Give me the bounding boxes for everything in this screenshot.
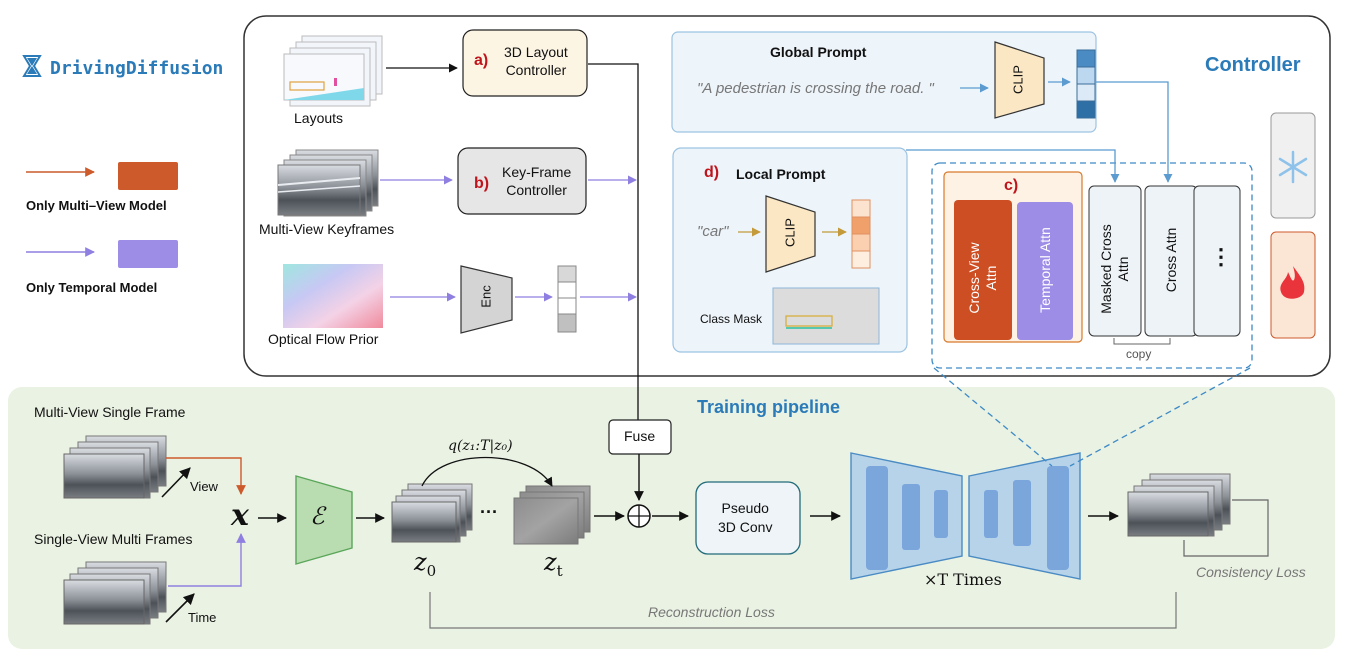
x-symbol: x — [231, 498, 249, 533]
enc-trapezoid — [460, 265, 513, 334]
keyframe-controller-tag: b) — [474, 175, 490, 192]
encoder-symbol: ℰ — [310, 502, 325, 530]
keyframes-label: Multi-View Keyframes — [259, 221, 395, 237]
reconstruction-loss-label: Reconstruction Loss — [648, 604, 775, 620]
view-label: View — [190, 479, 218, 494]
encoder-trapezoid — [295, 475, 353, 565]
legend-multiview-label: Only Multi–View Model — [26, 198, 167, 213]
mv-single-image — [63, 435, 167, 499]
output-image — [1127, 473, 1231, 537]
times-label: ×T Times — [924, 570, 1002, 589]
zt-sub: t — [556, 561, 563, 580]
more-blocks-label: ⋮ — [1210, 244, 1232, 269]
keyframe-controller-label: Key-Frame Controller — [502, 164, 572, 198]
temporal-attn-label: Temporal Attn — [1037, 227, 1053, 313]
mv-single-label: Multi-View Single Frame — [34, 404, 186, 420]
global-prompt-title: Global Prompt — [770, 44, 867, 60]
brand-logo-icon — [22, 55, 42, 77]
global-prompt-text: "A pedestrian is crossing the road. " — [697, 80, 934, 97]
fire-icon — [1280, 266, 1305, 299]
pseudo-3d-conv-label: Pseudo 3D Conv — [718, 500, 773, 535]
fuse-label: Fuse — [624, 428, 656, 444]
cross-view-attn-label: Cross-View Attn — [966, 242, 999, 314]
local-clip-trapezoid — [765, 195, 816, 273]
enc-label: Enc — [478, 285, 494, 308]
snowflake-icon — [1278, 150, 1308, 184]
z0-image — [391, 483, 473, 543]
keyframes-image — [277, 149, 379, 217]
q-function-label: q(z₁:T|z₀) — [448, 438, 513, 454]
zt-label: zt — [544, 548, 563, 580]
sv-multi-label: Single-View Multi Frames — [34, 531, 193, 547]
cross-attn-label: Cross Attn — [1163, 227, 1179, 293]
global-clip-trapezoid — [994, 41, 1045, 119]
pipeline-panel — [8, 387, 1335, 649]
zt-image — [513, 485, 591, 545]
dots-label: ··· — [480, 502, 498, 522]
pipeline-title: Training pipeline — [697, 397, 841, 417]
global-clip-label: CLIP — [1010, 65, 1026, 94]
flow-label: Optical Flow Prior — [268, 331, 379, 347]
local-clip-label: CLIP — [782, 218, 798, 247]
flow-image — [283, 264, 383, 328]
z0-main: z — [414, 548, 427, 576]
legend-temporal-label: Only Temporal Model — [26, 280, 158, 295]
layout-controller-label: 3D Layout Controller — [504, 44, 568, 78]
brand-name: DrivingDiffusion — [50, 58, 224, 79]
zt-main: z — [544, 548, 557, 576]
class-mask-label: Class Mask — [700, 312, 763, 326]
local-prompt-title: Local Prompt — [736, 166, 826, 182]
layout-controller-tag: a) — [474, 52, 489, 69]
copy-label: copy — [1126, 347, 1152, 361]
local-prompt-text: "car" — [697, 223, 729, 240]
local-prompt-tag: d) — [704, 164, 720, 181]
unet-shape — [850, 452, 1081, 580]
layouts-label: Layouts — [294, 110, 344, 126]
controller-title: Controller — [1205, 54, 1301, 76]
time-label: Time — [188, 610, 217, 625]
sv-multi-image — [63, 561, 167, 625]
z0-label: z0 — [414, 548, 436, 580]
attn-group-tag: c) — [1004, 177, 1019, 194]
masked-cross-attn-label: Masked Cross Attn — [1098, 224, 1131, 314]
consistency-loss-label: Consistency Loss — [1196, 564, 1306, 580]
z0-sub: 0 — [426, 561, 437, 580]
layouts-image — [283, 35, 383, 107]
